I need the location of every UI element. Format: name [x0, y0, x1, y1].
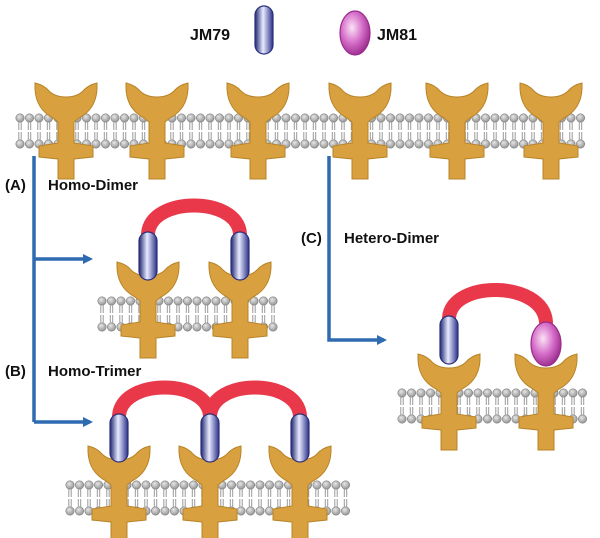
label-c-marker: (C) [301, 230, 322, 247]
arrow-to-hetero-dimer [327, 156, 387, 345]
receptor-homo-dimer-left [116, 261, 180, 359]
membrane-top [15, 113, 585, 149]
receptor-homo-dimer-right [208, 261, 272, 359]
jm79-legend-label: JM79 [190, 27, 230, 44]
label-homo-dimer: Homo-Dimer [48, 177, 138, 194]
receptor-group [34, 82, 583, 538]
receptor-membrane-4 [328, 82, 392, 180]
linker-homo-trimer-left [112, 380, 217, 423]
linker-homo-trimer-right [203, 380, 307, 423]
jm79-hetero-dimer [439, 315, 459, 365]
jm81-legend-label: JM81 [377, 27, 417, 44]
receptor-membrane-3 [226, 82, 290, 180]
receptor-homo-trimer-right [268, 445, 332, 538]
receptor-hetero-dimer-right [514, 353, 578, 451]
label-b-marker: (B) [5, 363, 26, 380]
jm79-homo-dimer-right [230, 231, 250, 281]
ligand-group [109, 231, 562, 463]
receptor-membrane-5 [425, 82, 489, 180]
jm79-homo-dimer-left [138, 231, 158, 281]
arrow-group [32, 156, 387, 427]
jm79-legend-symbol [254, 5, 274, 55]
receptor-hetero-dimer-left [417, 353, 481, 451]
label-a-marker: (A) [5, 177, 26, 194]
receptor-membrane-2 [125, 82, 189, 180]
jm79-homo-trimer-middle [200, 413, 220, 463]
jm81-hetero-dimer [530, 321, 562, 367]
jm79-homo-trimer-right [290, 413, 310, 463]
receptor-homo-trimer-middle [178, 445, 242, 538]
linker-hetero-dimer [442, 283, 553, 329]
label-hetero-dimer: Hetero-Dimer [344, 230, 439, 247]
jm81-legend-symbol [339, 10, 371, 56]
jm79-homo-trimer-left [109, 413, 129, 463]
linker-homo-dimer [141, 198, 247, 241]
label-homo-trimer: Homo-Trimer [48, 363, 142, 380]
receptor-homo-trimer-left [87, 445, 151, 538]
receptor-membrane-6 [519, 82, 583, 180]
receptor-membrane-1 [34, 82, 98, 180]
